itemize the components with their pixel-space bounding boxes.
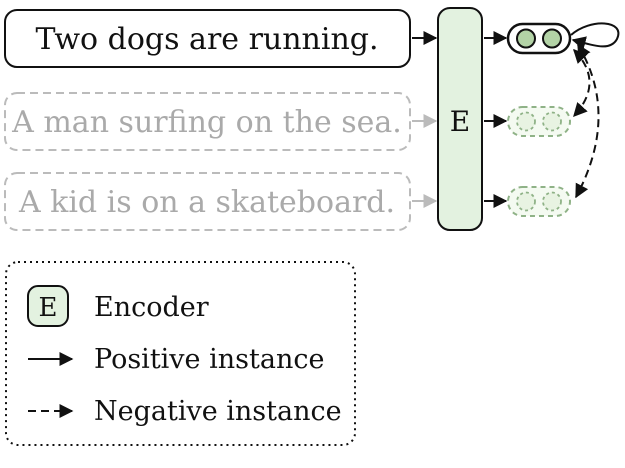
- encoder-block: E: [437, 7, 483, 231]
- sentence-box-negative-2: A kid is on a skateboard.: [4, 172, 411, 231]
- legend-encoder-label: Encoder: [94, 292, 209, 323]
- sentence-text-positive: Two dogs are running.: [35, 22, 378, 57]
- embedding-negative-1: [507, 106, 571, 137]
- embedding-positive: [506, 22, 572, 55]
- legend-border: [5, 261, 356, 446]
- negative-arrow-1: [573, 48, 591, 118]
- legend-negative-label: Negative instance: [94, 396, 342, 427]
- sentence-text-negative-2: A kid is on a skateboard.: [18, 185, 395, 220]
- sentence-text-negative-1: A man surfing on the sea.: [11, 105, 402, 140]
- negative-arrow-2: [575, 43, 600, 199]
- sentence-box-positive: Two dogs are running.: [4, 9, 411, 68]
- positive-self-loop-arrow: [570, 22, 620, 50]
- embedding-negative-2: [507, 186, 571, 217]
- legend-positive-label: Positive instance: [94, 344, 324, 375]
- legend-encoder-item: E Encoder: [27, 285, 209, 327]
- legend-positive-item: Positive instance: [28, 344, 324, 375]
- sentence-box-negative-1: A man surfing on the sea.: [4, 92, 411, 151]
- legend-encoder-symbol-box: [27, 285, 69, 327]
- legend: E Encoder Positive instance Negative ins…: [5, 261, 356, 446]
- legend-negative-item: Negative instance: [28, 396, 342, 427]
- encoder-label: E: [450, 105, 470, 138]
- legend-encoder-symbol: E: [39, 293, 58, 323]
